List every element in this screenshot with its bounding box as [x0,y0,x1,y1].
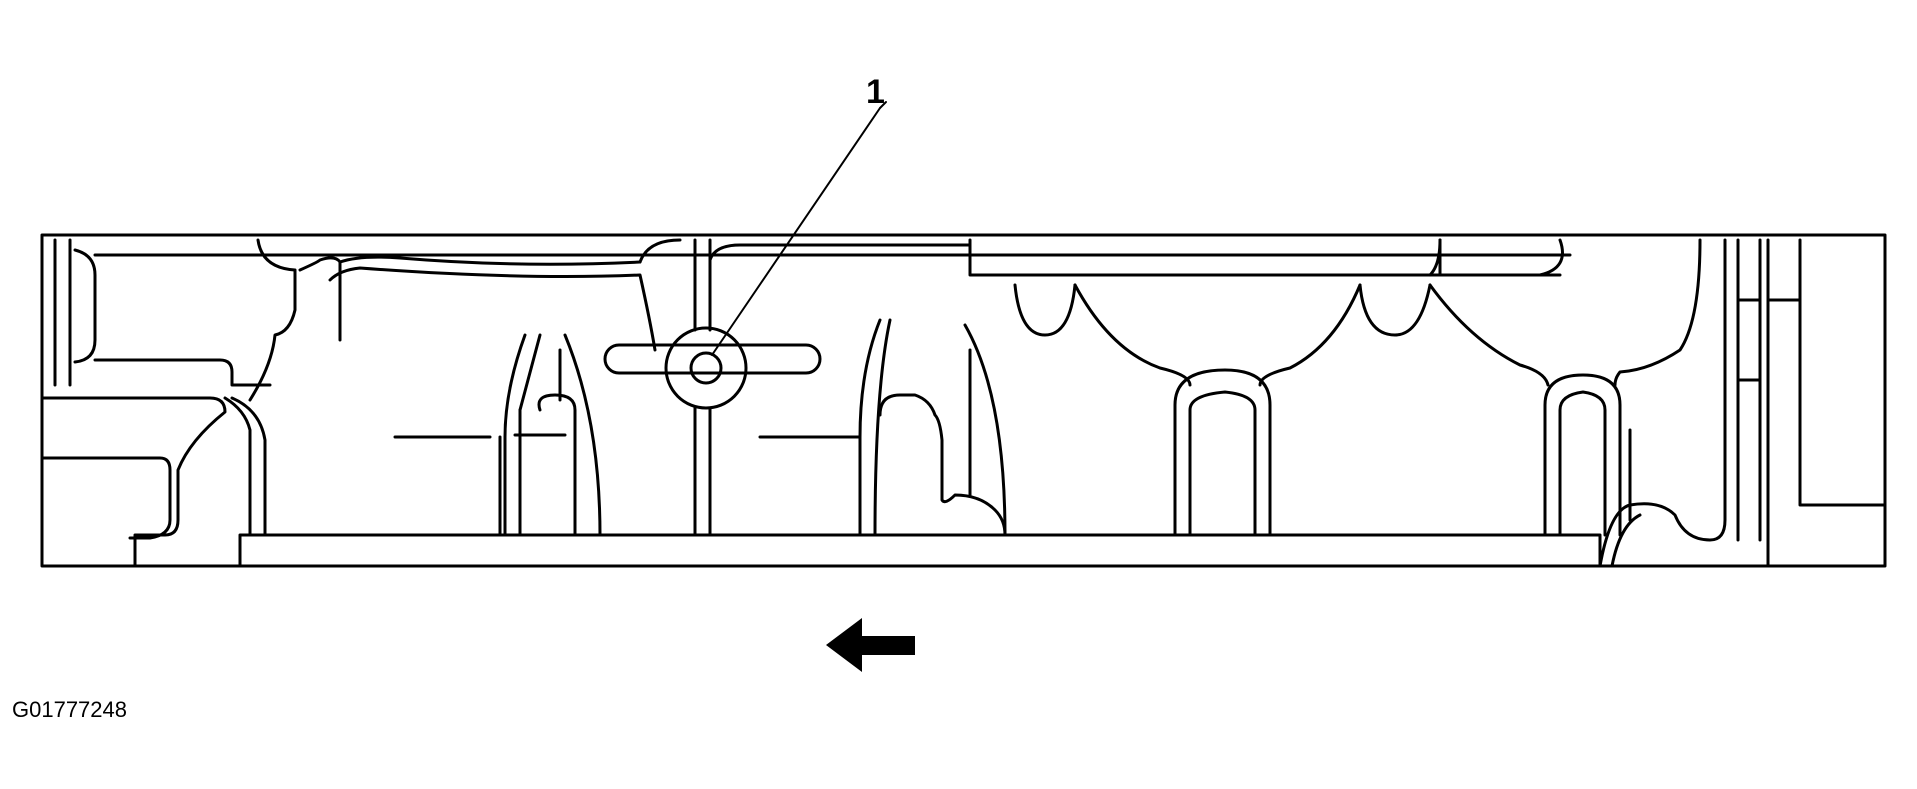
oil-gallery-plug [603,238,972,537]
left-end-section [40,238,272,568]
cylinder-web-2 [758,318,1007,537]
callout-leader-line [711,107,881,356]
cylinder-web-4 [1428,238,1702,537]
cylinder-web-1 [328,238,682,537]
right-end-section [1598,238,1887,568]
block-outline [40,233,1887,568]
left-boss [248,238,297,402]
intermediate-lobe [1358,283,1432,337]
figure-id: G01777248 [12,697,127,722]
bottom-rail [238,533,1602,568]
cylinder-web-3 [1013,283,1362,537]
arrow-left-icon [826,618,915,672]
callout-number-1: 1 [866,73,885,111]
